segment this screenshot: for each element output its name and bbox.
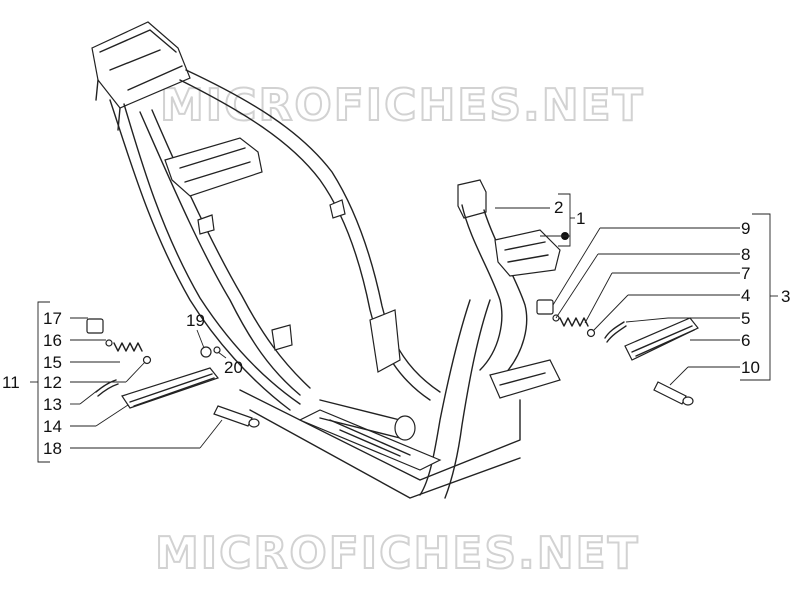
callout-16: 16 xyxy=(43,331,62,350)
callout-12: 12 xyxy=(43,373,62,392)
callout-19: 19 xyxy=(186,311,205,330)
washer-20 xyxy=(213,346,221,354)
right-cotter-pin xyxy=(604,321,627,343)
callout-10: 10 xyxy=(741,358,760,377)
left-washer-small xyxy=(105,339,113,347)
callout-2: 2 xyxy=(554,198,563,217)
right-spring xyxy=(559,317,589,327)
callout-5: 5 xyxy=(741,309,750,328)
left-spring xyxy=(113,342,143,352)
watermark-bottom: MICROFICHES.NET xyxy=(155,528,640,579)
right-footrest xyxy=(624,317,699,361)
right-clip xyxy=(536,299,554,315)
callout-18: 18 xyxy=(43,439,62,458)
callout-1: 1 xyxy=(576,209,585,228)
bolt-19 xyxy=(200,346,212,358)
left-pivot-pin xyxy=(213,405,260,428)
right-pivot-pin xyxy=(653,381,694,406)
left-washer xyxy=(142,355,152,365)
callout-8: 8 xyxy=(741,245,750,264)
steering-head-bracket xyxy=(494,229,561,277)
callout-14: 14 xyxy=(43,417,62,436)
watermark-top: MICROFICHES.NET xyxy=(160,80,645,131)
callout-20: 20 xyxy=(224,358,243,377)
leader-lines xyxy=(70,207,740,449)
left-footrest xyxy=(121,367,220,409)
bracket-3 xyxy=(740,213,771,381)
callout-17: 17 xyxy=(43,309,62,328)
left-clip xyxy=(86,318,104,334)
callout-11: 11 xyxy=(2,373,20,392)
bracket-1 xyxy=(558,193,571,247)
callout-9: 9 xyxy=(741,219,750,238)
callout-7: 7 xyxy=(741,264,750,283)
callout-15: 15 xyxy=(43,353,62,372)
callout-4: 4 xyxy=(741,286,750,305)
callout-13: 13 xyxy=(43,395,62,414)
callout-6: 6 xyxy=(741,331,750,350)
scooter-frame xyxy=(91,21,561,499)
right-washer xyxy=(586,328,596,338)
callout-3: 3 xyxy=(781,287,790,306)
